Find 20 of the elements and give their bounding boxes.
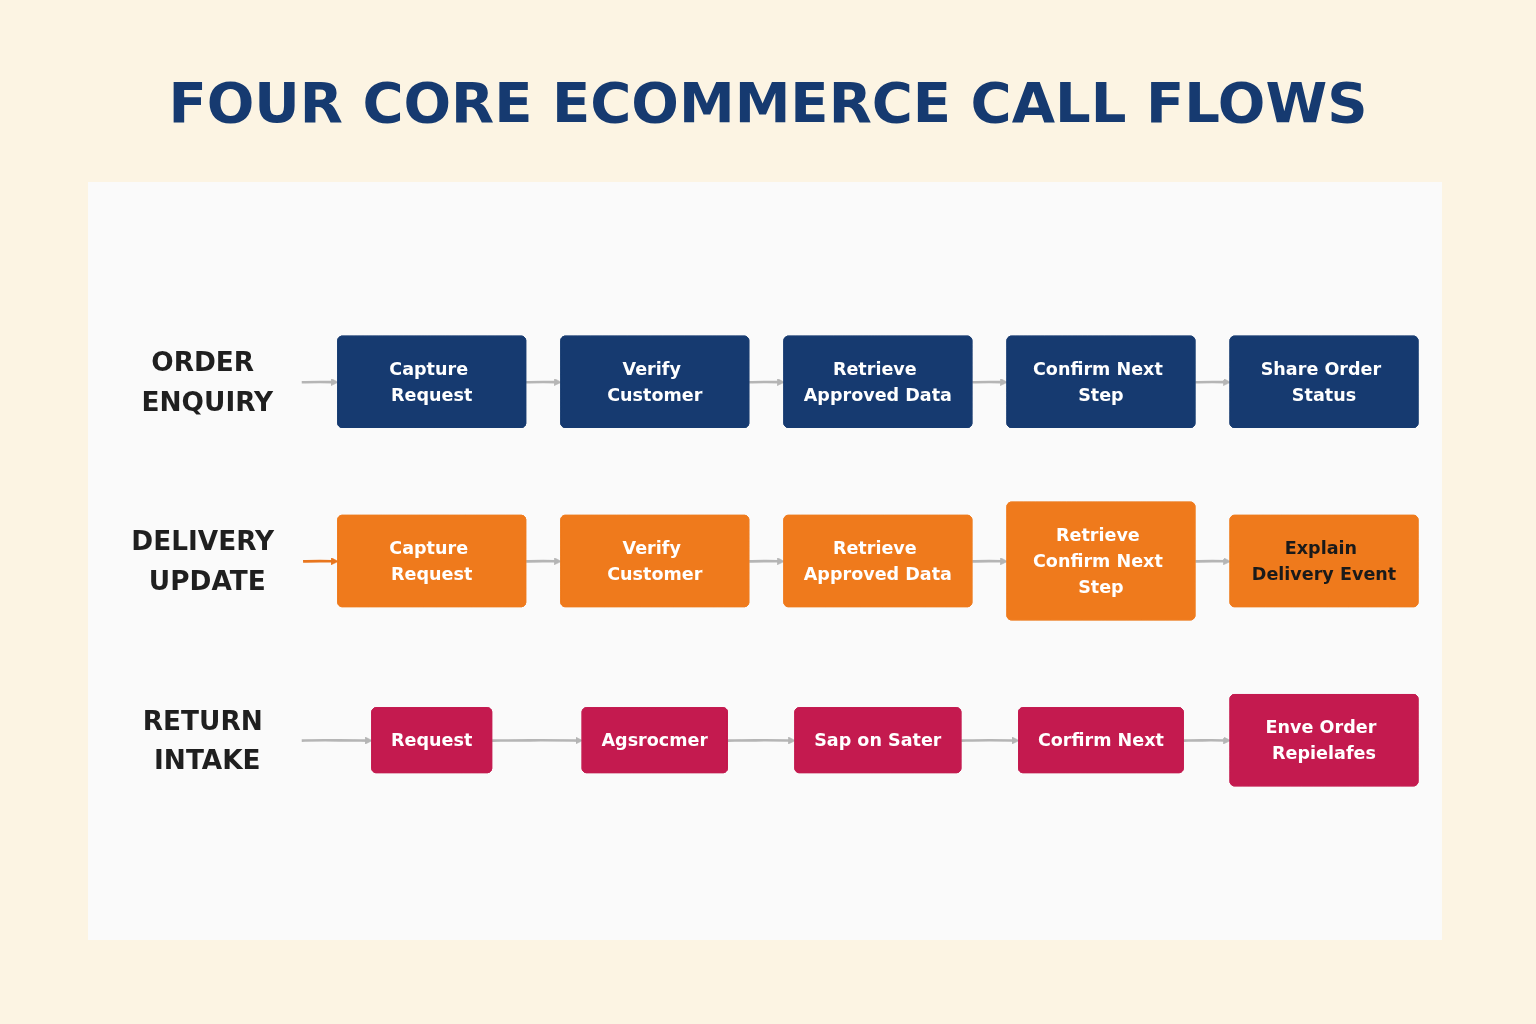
arrow xyxy=(972,378,1008,386)
arrow xyxy=(301,736,373,745)
arrow xyxy=(749,557,785,566)
arrow xyxy=(1195,378,1231,386)
arrow xyxy=(972,557,1008,566)
arrow xyxy=(301,378,339,386)
node-text: ORDER ENQUIRY xyxy=(141,346,274,417)
arrow xyxy=(961,736,1020,745)
arrow xyxy=(749,378,785,386)
arrow xyxy=(303,557,339,566)
arrow xyxy=(1195,557,1231,566)
arrow xyxy=(1183,736,1231,745)
arrow xyxy=(526,378,562,386)
arrow xyxy=(526,557,562,566)
card-background: ORDER ENQUIRY Capture Request Verify Customer Retrieve Approved Data Confirm Next Step Share Order Status DELIVERY UPDATE Capture Request Verify Customer Retrieve Approved Data Retrieve Confirm Next Step Explain Delivery Event RETURN INTAKE Request Agsrocmer Sap on Sater Corfirm Next Enve Order Repielafes xyxy=(88,182,1442,940)
arrow xyxy=(492,736,583,745)
node-text: DELIVERY UPDATE xyxy=(131,525,275,597)
arrow xyxy=(727,736,796,745)
node-text: RETURN INTAKE xyxy=(142,705,263,776)
title: FOUR CORE ECOMMERCE CALL FLOWS xyxy=(167,70,1369,135)
